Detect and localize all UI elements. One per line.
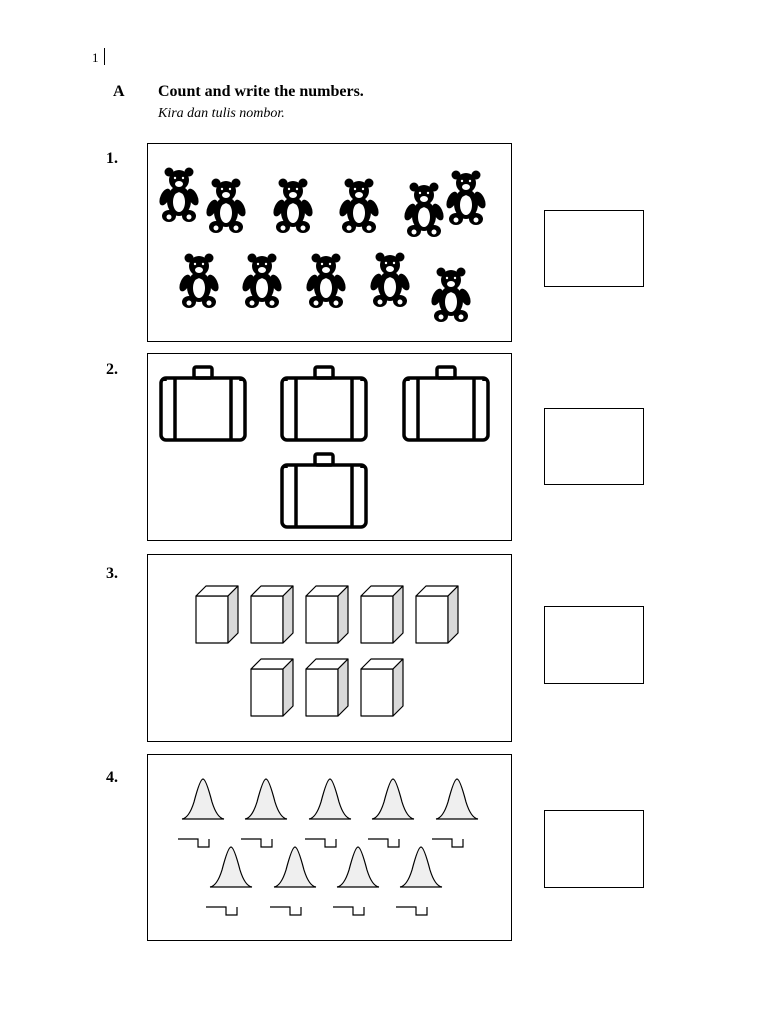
question-3-picture-box (147, 554, 512, 742)
suitcase-icon (280, 452, 368, 529)
question-3-picture (195, 585, 459, 717)
teddy-bear-icon (446, 170, 486, 225)
bell-icon (432, 778, 479, 848)
bell-icon (270, 846, 317, 916)
teddy-bear-icon (404, 182, 444, 237)
question-2-number: 2. (106, 361, 118, 378)
bell-icon (206, 846, 253, 916)
teddy-bear-icon (306, 253, 346, 308)
section-subtitle: Kira dan tulis nombor. (158, 106, 285, 121)
suitcase-icon (402, 365, 490, 442)
bell-icon (368, 778, 415, 848)
bell-icon (333, 846, 380, 916)
question-2-answer-box[interactable] (544, 408, 644, 485)
question-4-picture-box (147, 754, 512, 941)
teddy-bear-icon (273, 178, 313, 233)
cube-icon (195, 585, 239, 644)
question-4-picture (178, 778, 479, 916)
teddy-bear-icon (431, 267, 471, 322)
cube-icon (415, 585, 459, 644)
teddy-bear-icon (179, 253, 219, 308)
cube-icon (305, 585, 349, 644)
bell-icon (305, 778, 352, 848)
cube-icon (360, 585, 404, 644)
cube-icon (360, 658, 404, 717)
page-number-text: 1 (92, 50, 99, 65)
question-4-number: 4. (106, 769, 118, 786)
question-3-answer-box[interactable] (544, 606, 644, 684)
question-1-answer-box[interactable] (544, 210, 644, 287)
section-letter: A (113, 83, 125, 100)
question-1-picture-box (147, 143, 512, 342)
suitcase-icon (159, 365, 247, 442)
page-number: 1 (92, 48, 105, 66)
question-1-number: 1. (106, 150, 118, 167)
question-2-picture-box (147, 353, 512, 541)
question-4-answer-box[interactable] (544, 810, 644, 888)
page-number-divider (103, 48, 105, 65)
teddy-bear-icon (159, 167, 199, 222)
teddy-bear-icon (206, 178, 246, 233)
section-title: Count and write the numbers. (158, 83, 364, 100)
teddy-bear-icon (370, 252, 410, 307)
bell-icon (241, 778, 288, 848)
question-3-number: 3. (106, 565, 118, 582)
cube-icon (305, 658, 349, 717)
bell-icon (178, 778, 225, 848)
question-2-picture (159, 365, 490, 529)
cube-icon (250, 585, 294, 644)
bell-icon (396, 846, 443, 916)
question-1-picture (159, 167, 486, 322)
suitcase-icon (280, 365, 368, 442)
cube-icon (250, 658, 294, 717)
teddy-bear-icon (339, 178, 379, 233)
teddy-bear-icon (242, 253, 282, 308)
